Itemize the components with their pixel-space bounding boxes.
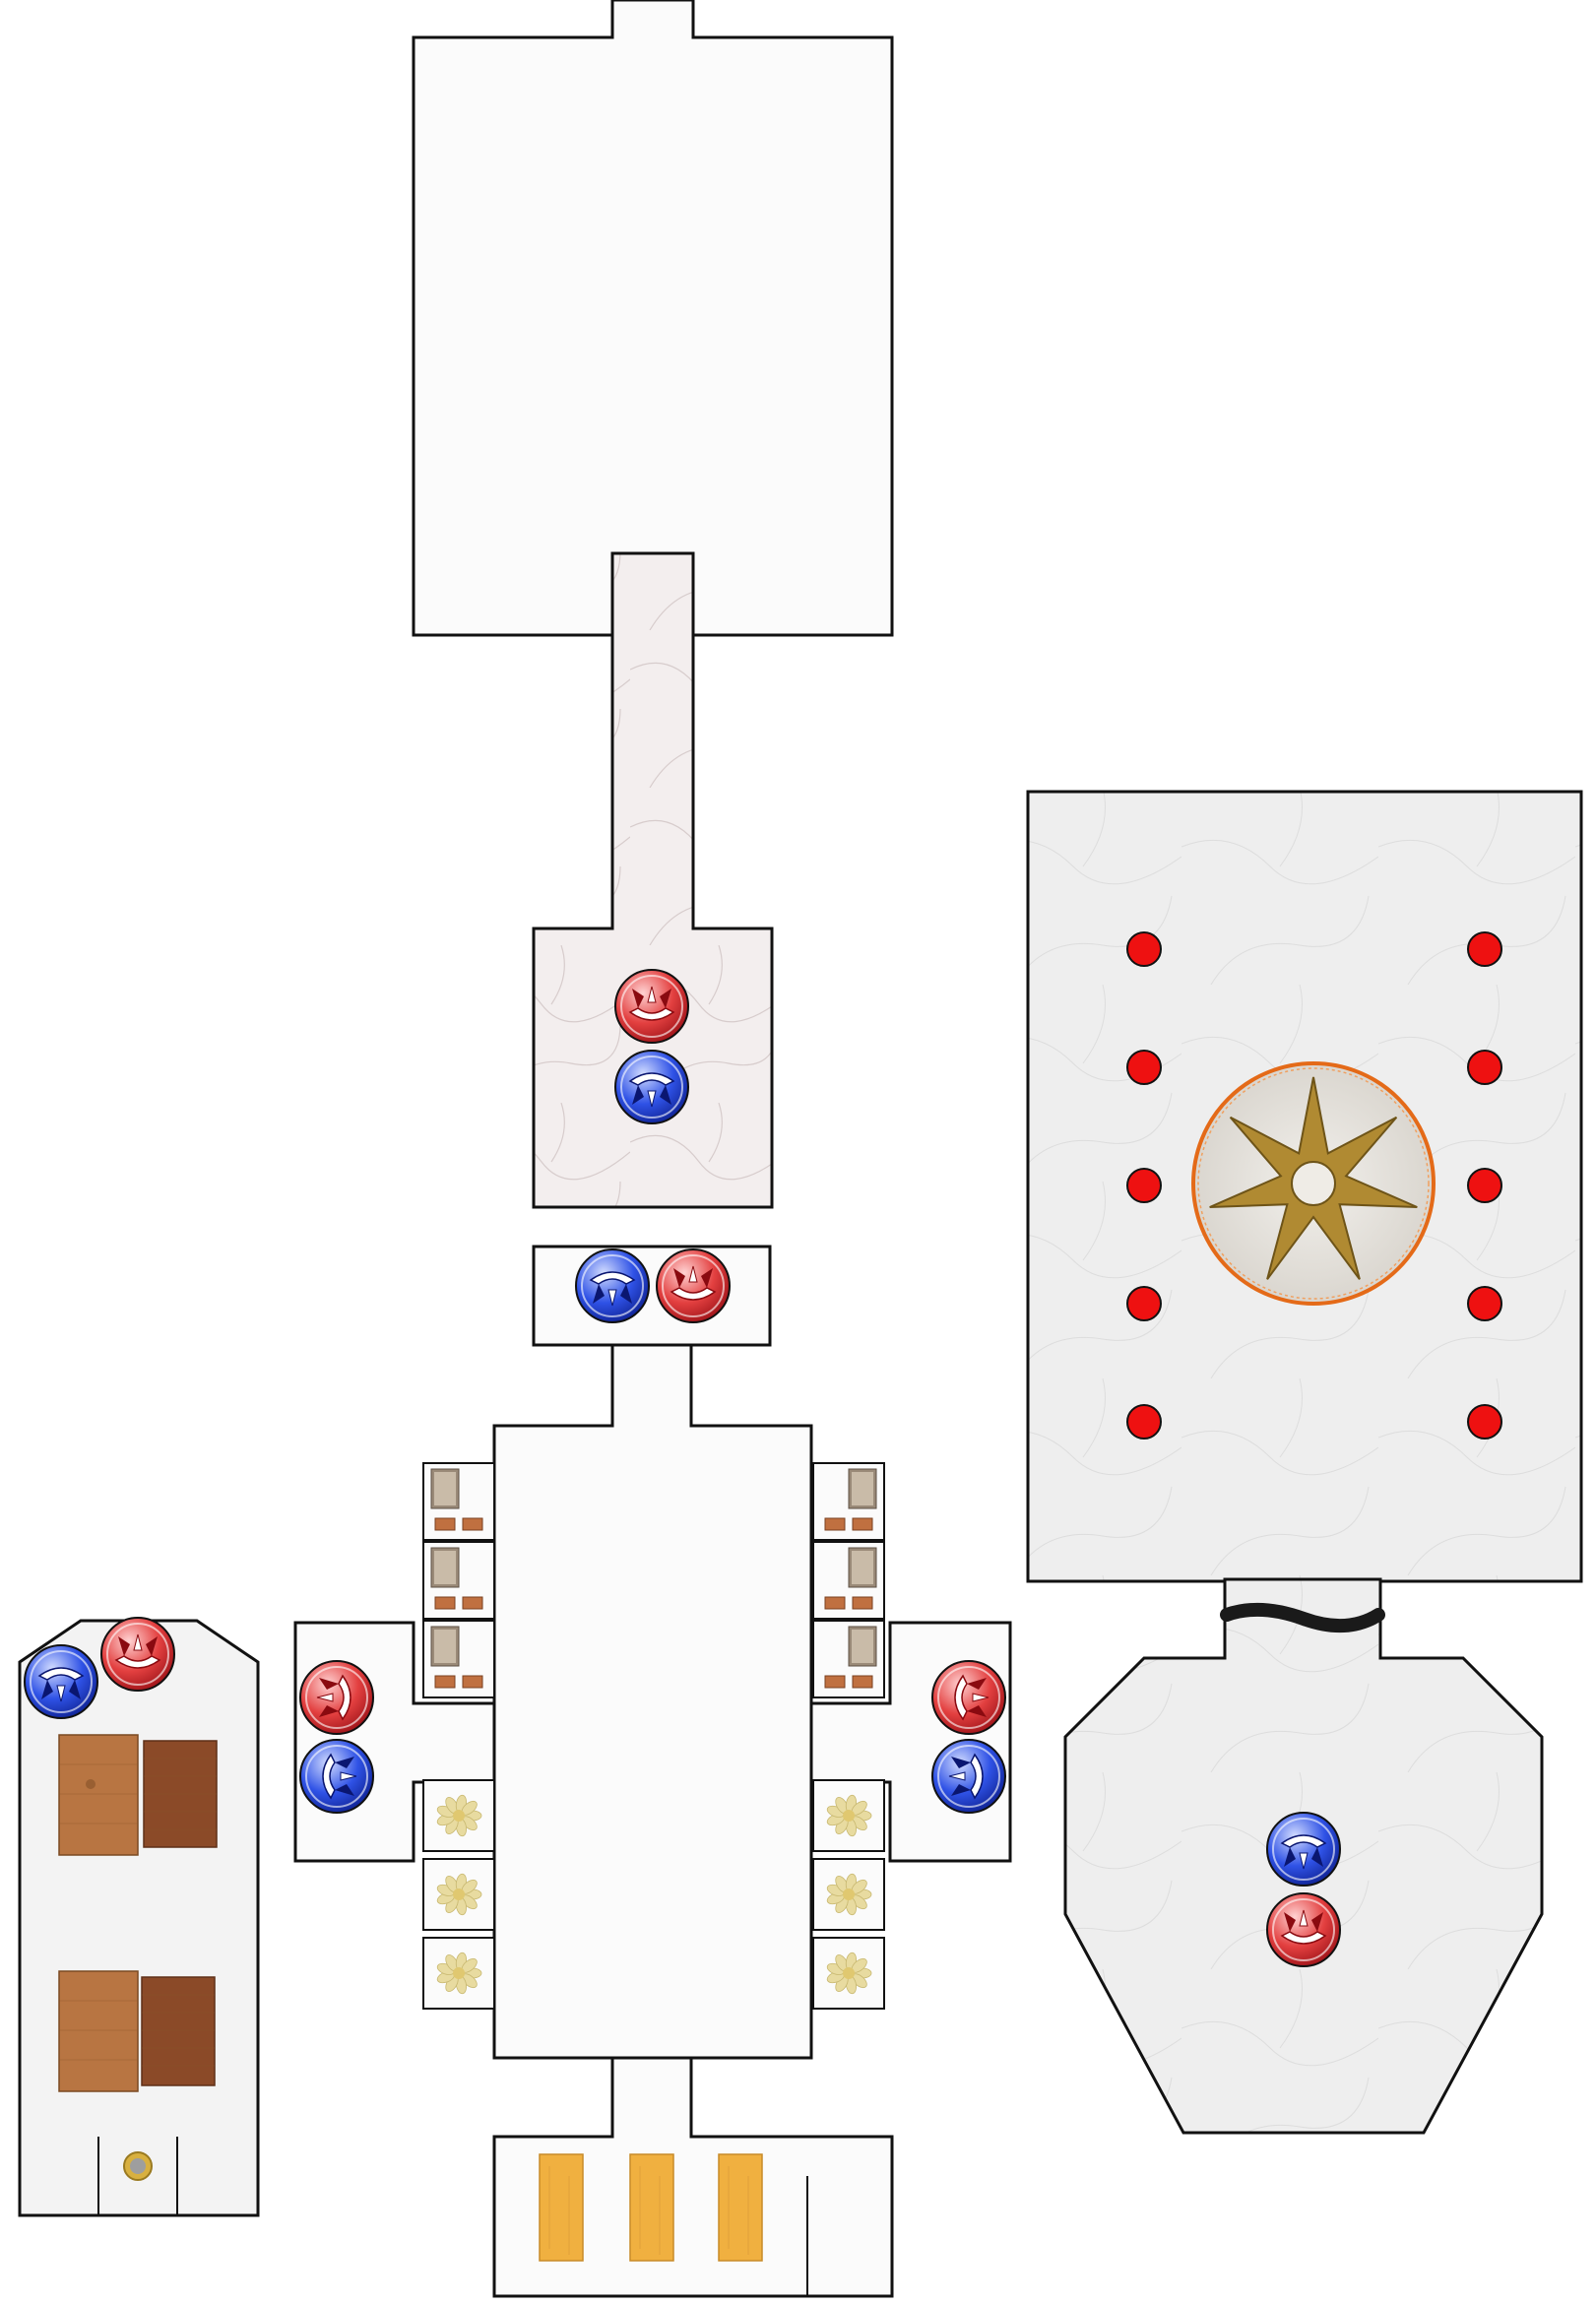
pillar-dot-icon <box>1126 1050 1162 1085</box>
shuriken-token-icon[interactable] <box>1266 1892 1341 1967</box>
bed-cell <box>422 1462 495 1541</box>
bed-cell <box>812 1462 885 1541</box>
pillar-dot-icon <box>1467 1404 1502 1440</box>
north-hall <box>412 0 894 637</box>
shuriken-token-icon[interactable] <box>100 1617 175 1692</box>
bed-cell <box>812 1541 885 1620</box>
plant-cell <box>812 1858 885 1931</box>
pillar-dot-icon <box>1467 1168 1502 1203</box>
shuriken-token-icon[interactable] <box>931 1739 1006 1814</box>
shuriken-token-icon[interactable] <box>575 1248 650 1323</box>
shuriken-token-icon[interactable] <box>656 1248 731 1323</box>
shuriken-token-icon[interactable] <box>1266 1812 1341 1887</box>
seven-point-star-sigil-icon <box>1191 1061 1436 1306</box>
crate-upper-right <box>143 1740 218 1848</box>
shuriken-token-icon[interactable] <box>931 1660 1006 1735</box>
crate-lower-left <box>58 1970 139 2092</box>
bed-cell <box>422 1541 495 1620</box>
table <box>539 2153 584 2262</box>
pillar-dot-icon <box>1126 931 1162 967</box>
plant-cell <box>422 1937 495 2010</box>
marble-antechamber <box>532 551 774 1209</box>
shuriken-token-icon[interactable] <box>614 1050 689 1124</box>
shuriken-token-icon[interactable] <box>614 969 689 1044</box>
table <box>718 2153 763 2262</box>
south-vestibule <box>492 2056 894 2298</box>
pillar-dot-icon <box>1467 1286 1502 1321</box>
plant-cell <box>812 1937 885 2010</box>
pillar-dot-icon <box>1126 1168 1162 1203</box>
pillar-dot-icon <box>1467 1050 1502 1085</box>
shuriken-token-icon[interactable] <box>299 1739 374 1814</box>
crate-upper-left <box>58 1734 139 1856</box>
pillar-dot-icon <box>1126 1286 1162 1321</box>
bed-cell <box>812 1620 885 1698</box>
table <box>629 2153 674 2262</box>
plant-cell <box>422 1779 495 1852</box>
shuriken-token-icon[interactable] <box>24 1644 98 1719</box>
bed-cell <box>422 1620 495 1698</box>
plant-cell <box>422 1858 495 1931</box>
crate-lower-right <box>141 1976 216 2086</box>
coin-icon[interactable] <box>123 2151 153 2181</box>
shuriken-token-icon[interactable] <box>299 1660 374 1735</box>
door-seal <box>1220 1602 1385 1633</box>
pillar-dot-icon <box>1467 931 1502 967</box>
pillar-dot-icon <box>1126 1404 1162 1440</box>
central-hall <box>492 1343 813 2141</box>
plant-cell <box>812 1779 885 1852</box>
